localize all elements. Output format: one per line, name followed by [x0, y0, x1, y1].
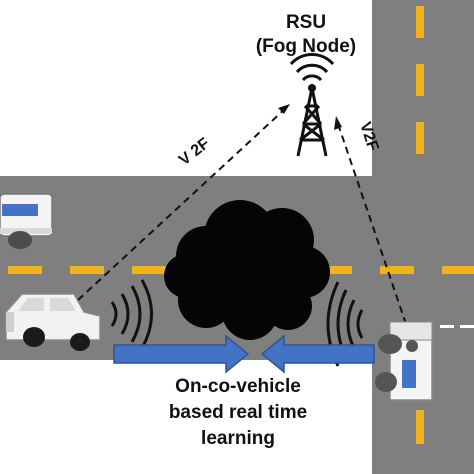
rsu-subtitle: (Fog Node) — [256, 36, 356, 57]
road-edge-top — [0, 172, 372, 176]
car-icon — [5, 293, 101, 351]
lane-dashes-white — [440, 325, 474, 328]
caption-line-2: based real time — [169, 402, 307, 423]
bus-icon — [0, 193, 53, 249]
rsu-title: RSU — [286, 12, 326, 33]
wireless-signal-icon — [110, 279, 153, 349]
cloud-icon — [164, 200, 330, 340]
caption-line-1: On-co-vehicle — [175, 376, 301, 397]
arrow-right-icon — [113, 334, 250, 374]
cell-tower-icon — [289, 53, 335, 157]
road-edge-vertical — [368, 0, 372, 176]
caption-line-3: learning — [201, 428, 275, 449]
truck-icon — [375, 321, 433, 401]
v2f-link-left-arrowhead — [278, 104, 290, 114]
arrow-left-icon — [260, 334, 375, 374]
v2f-label-left: V 2F — [176, 135, 213, 169]
v2f-link-right-arrowhead — [334, 116, 342, 130]
tower-top — [308, 84, 316, 92]
